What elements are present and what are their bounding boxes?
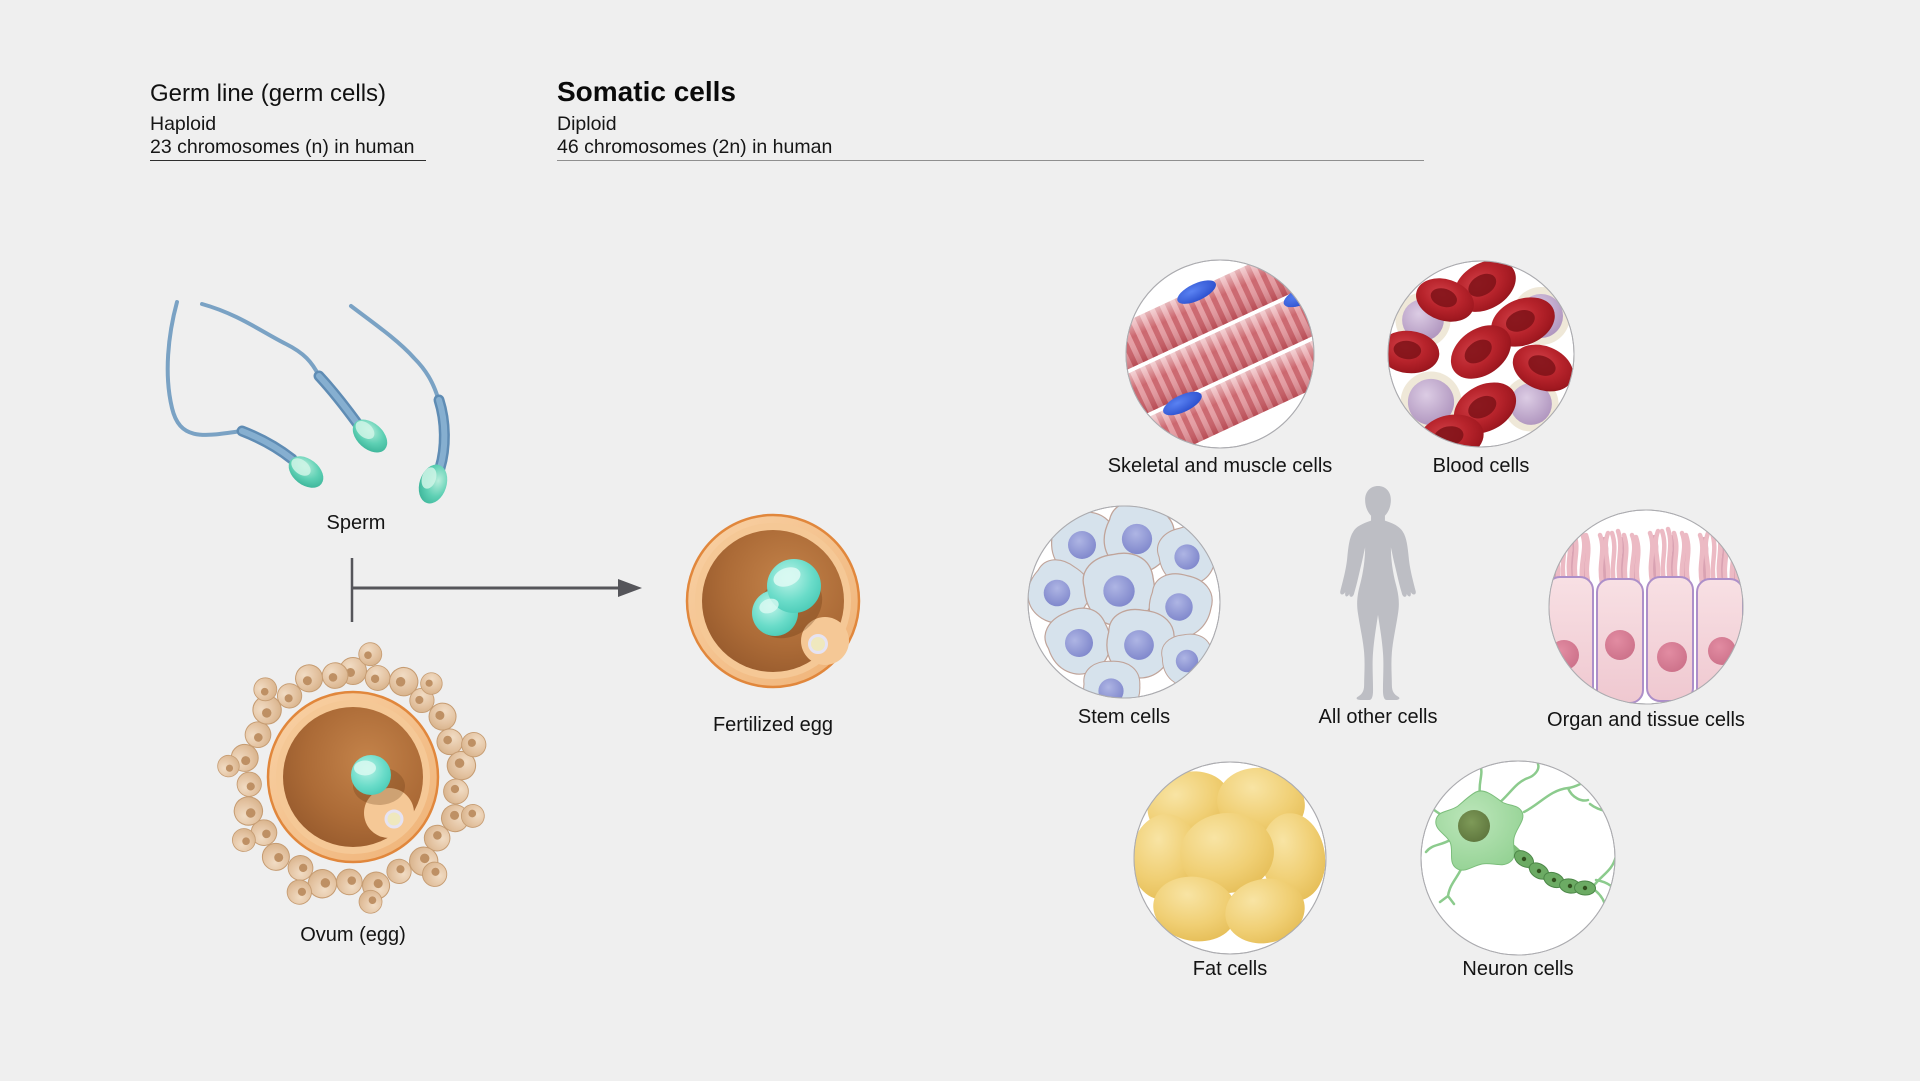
organ-tissue-cells-icon (1548, 509, 1744, 705)
fertilized-egg-illustration (685, 513, 861, 689)
muscle-cells-icon (1125, 259, 1315, 449)
fertilized-egg-label: Fertilized egg (712, 714, 834, 736)
blood-cells-label: Blood cells (1432, 455, 1530, 477)
neuron-cells-illustration (1420, 760, 1616, 956)
somatic-subtitle-2: 46 chromosomes (2n) in human (557, 136, 833, 158)
fertilization-arrow (340, 550, 660, 630)
all-other-cells-label: All other cells (1318, 706, 1438, 728)
fertilized-egg-icon (685, 513, 861, 689)
sperm-label: Sperm (326, 512, 386, 534)
sperm-illustration (150, 260, 590, 540)
polar-body (384, 809, 404, 829)
stem-cell (1083, 660, 1141, 698)
germ-line-subtitle-2: 23 chromosomes (n) in human (150, 136, 415, 158)
ovum-body (266, 690, 440, 864)
somatic-title: Somatic cells (557, 76, 736, 107)
ovum-icon (216, 640, 490, 916)
somatic-underline (557, 160, 1424, 161)
muscle-cells-illustration (1125, 259, 1315, 449)
germ-line-title: Germ line (germ cells) (150, 80, 387, 107)
fat-cell-cluster (1134, 767, 1326, 944)
blood-cells-icon (1387, 260, 1575, 448)
polar-body (808, 634, 828, 654)
muscle-nucleus (1163, 391, 1202, 416)
sperm-cell (349, 304, 450, 504)
ovum-nucleus (351, 755, 391, 795)
neuron-cells-icon (1420, 760, 1616, 956)
human-body-icon (1340, 486, 1416, 701)
organ-tissue-cells-illustration (1548, 509, 1744, 705)
ovum-illustration (213, 637, 493, 917)
sperm-cell (165, 300, 324, 488)
ovum-label: Ovum (egg) (300, 924, 406, 946)
stem-cells-icon (1027, 505, 1221, 699)
fat-cells-label: Fat cells (1192, 958, 1268, 980)
human-silhouette (1328, 486, 1428, 704)
fat-cells-icon (1133, 761, 1327, 955)
sperm-cell (200, 302, 388, 453)
myelin-sheath (1514, 850, 1596, 896)
germ-line-underline (150, 160, 426, 161)
pronuclei (752, 559, 821, 636)
somatic-subtitle-1: Diploid (557, 113, 617, 135)
muscle-nucleus (1177, 280, 1217, 304)
sperm-icon (165, 300, 450, 504)
muscle-cells-label: Skeletal and muscle cells (1107, 455, 1333, 477)
blood-cells-illustration (1387, 260, 1575, 448)
organ-tissue-cells-label: Organ and tissue cells (1547, 709, 1745, 731)
neuron-cells-label: Neuron cells (1462, 958, 1574, 980)
stem-cells-label: Stem cells (1077, 706, 1171, 728)
neuron-nucleus (1458, 810, 1490, 842)
stem-cells-illustration (1027, 505, 1221, 699)
arrow-right-icon (350, 558, 642, 622)
germ-line-subtitle-1: Haploid (150, 113, 217, 135)
fat-cells-illustration (1133, 761, 1327, 955)
